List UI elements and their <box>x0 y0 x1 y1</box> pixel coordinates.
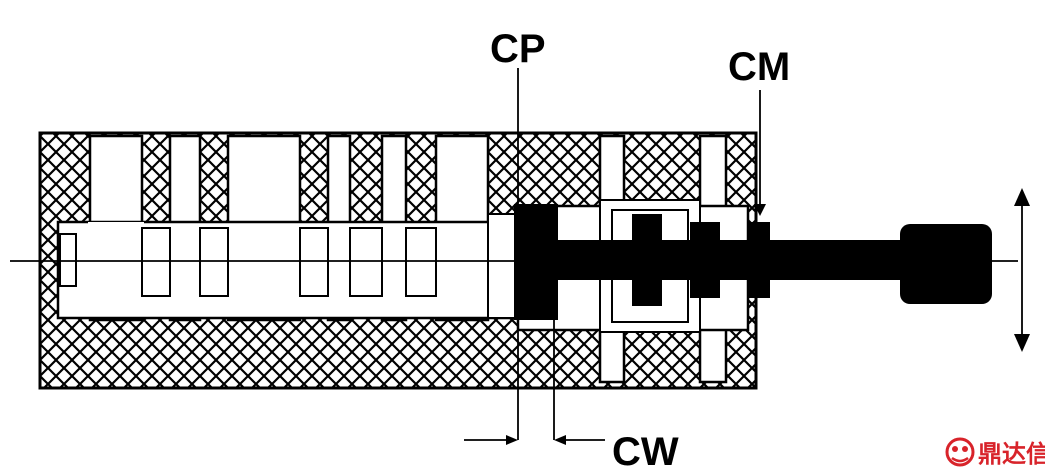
label-cp: CP <box>490 27 546 71</box>
motion-double-arrow-icon <box>1014 188 1030 352</box>
label-cm: CM <box>728 45 790 89</box>
label-cw: CW <box>612 430 679 473</box>
watermark-logo: 鼎达信 <box>945 437 1045 468</box>
actuator-rod <box>514 204 992 320</box>
spool-lands <box>59 213 519 319</box>
watermark-text: 鼎达信 <box>978 440 1045 468</box>
watermark-seal-icon <box>945 437 975 467</box>
cw-dimension <box>464 318 605 445</box>
cm-reference-line <box>754 90 766 216</box>
